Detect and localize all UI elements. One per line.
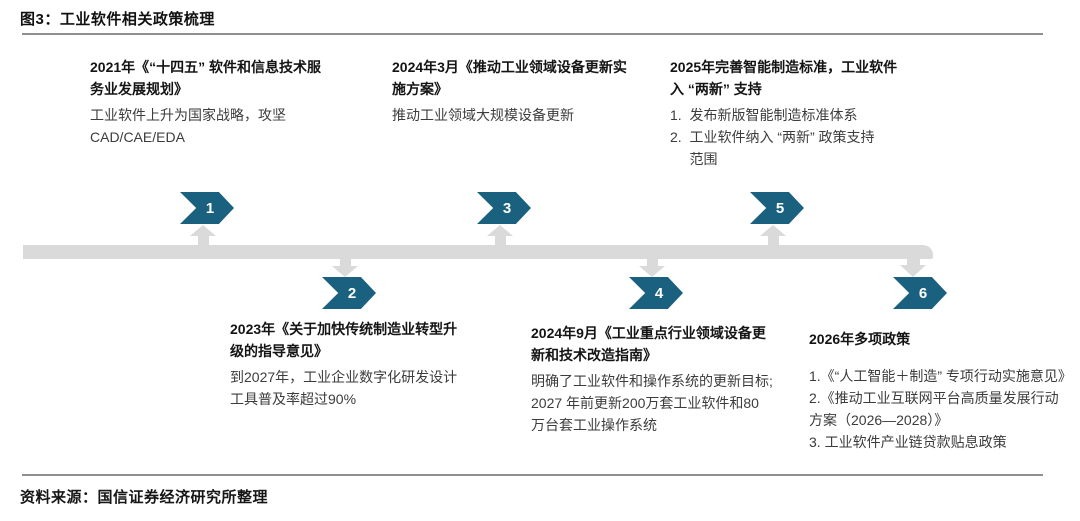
chevron-marker-3: 3 [477, 192, 531, 224]
milestone-number: 4 [654, 284, 664, 302]
milestone-title: 2024年3月《推动工业领域设备更新实 施方案》 [392, 59, 627, 97]
milestone-title: 2021年《“十四五” 软件和信息技术服 务业发展规划》 [90, 59, 322, 97]
milestone-title: 2025年完善智能制造标准，工业软件 入 “两新” 支持 [670, 59, 898, 97]
milestone-title: 2026年多项政策 [809, 331, 911, 347]
milestone-number: 3 [502, 199, 512, 217]
milestone-block-1: 2021年《“十四五” 软件和信息技术服 务业发展规划》 工业软件上升为国家战略… [90, 56, 348, 148]
figure-title: 图3：工业软件相关政策梳理 [20, 11, 215, 28]
timeline-end-stem [907, 252, 920, 266]
milestone-body: 到2027年，工业企业数字化研发设计 工具普及率超过90% [230, 369, 458, 407]
milestone-block-2: 2023年《关于加快传统制造业转型升 级的指导意见》 到2027年，工业企业数字… [230, 318, 494, 410]
chevron-marker-6: 6 [893, 277, 947, 309]
milestone-block-4: 2024年9月《工业重点行业领域设备更 新和技术改造指南》 明确了工业软件和操作… [531, 322, 817, 436]
arrow-down-icon [900, 265, 926, 277]
footer-divider [22, 474, 1043, 476]
milestone-block-6: 2026年多项政策 1.《“人工智能＋制造” 专项行动实施意见》 2.《推动工业… [809, 328, 1077, 453]
source-note: 资料来源：国信证券经济研究所整理 [20, 489, 269, 506]
milestone-block-3: 2024年3月《推动工业领域设备更新实 施方案》 推动工业领域大规模设备更新 [392, 56, 656, 126]
chevron-marker-2: 2 [322, 277, 376, 309]
milestone-body: 1. 发布新版智能制造标准体系 2. 工业软件纳入 “两新” 政策支持 范围 [670, 107, 875, 167]
milestone-block-5: 2025年完善智能制造标准，工业软件 入 “两新” 支持 1. 发布新版智能制造… [670, 56, 934, 170]
timeline-track [23, 245, 933, 259]
milestone-body: 1.《“人工智能＋制造” 专项行动实施意见》 2.《推动工业互联网平台高质量发展… [809, 368, 1072, 450]
chevron-marker-5: 5 [750, 192, 804, 224]
chevron-marker-1: 1 [180, 192, 234, 224]
connector-down-2 [332, 259, 358, 277]
arrow-down-icon [639, 266, 665, 277]
arrow-up-icon [487, 225, 513, 236]
connector-up-5 [760, 225, 786, 245]
milestone-number: 5 [775, 199, 785, 217]
milestone-body: 工业软件上升为国家战略，攻坚 CAD/CAE/EDA [90, 107, 286, 145]
milestone-number: 2 [347, 284, 357, 302]
milestone-body: 推动工业领域大规模设备更新 [392, 107, 574, 123]
connector-down-4 [639, 259, 665, 277]
connector-up-1 [190, 225, 216, 245]
milestone-number: 6 [918, 284, 928, 302]
arrow-down-icon [332, 266, 358, 277]
milestone-body: 明确了工业软件和操作系统的更新目标; 2027 年前更新200万套工业软件和80… [531, 373, 773, 433]
connector-up-3 [487, 225, 513, 245]
arrow-up-icon [760, 225, 786, 236]
chevron-marker-4: 4 [629, 277, 683, 309]
milestone-number: 1 [205, 199, 215, 217]
header-divider [22, 33, 1043, 35]
arrow-up-icon [190, 225, 216, 236]
milestone-title: 2023年《关于加快传统制造业转型升 级的指导意见》 [230, 321, 458, 359]
milestone-title: 2024年9月《工业重点行业领域设备更 新和技术改造指南》 [531, 325, 766, 363]
